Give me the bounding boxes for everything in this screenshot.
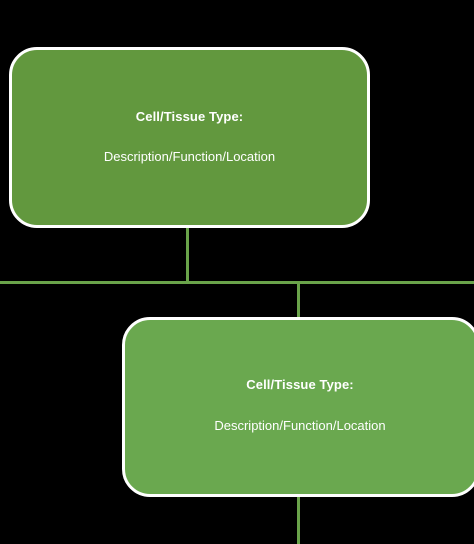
connector-node-1-down: [186, 226, 189, 284]
connector-node-2-up: [297, 281, 300, 321]
connector-node-2-down: [297, 493, 300, 544]
cell-tissue-node-1[interactable]: Cell/Tissue Type: Description/Function/L…: [9, 47, 370, 228]
cell-tissue-node-2[interactable]: Cell/Tissue Type: Description/Function/L…: [122, 317, 474, 497]
node-1-description: Description/Function/Location: [103, 149, 276, 164]
node-2-description: Description/Function/Location: [214, 418, 386, 433]
node-2-title: Cell/Tissue Type:: [246, 377, 354, 392]
connector-horizontal-bus: [0, 281, 474, 284]
node-1-title: Cell/Tissue Type:: [135, 109, 244, 124]
